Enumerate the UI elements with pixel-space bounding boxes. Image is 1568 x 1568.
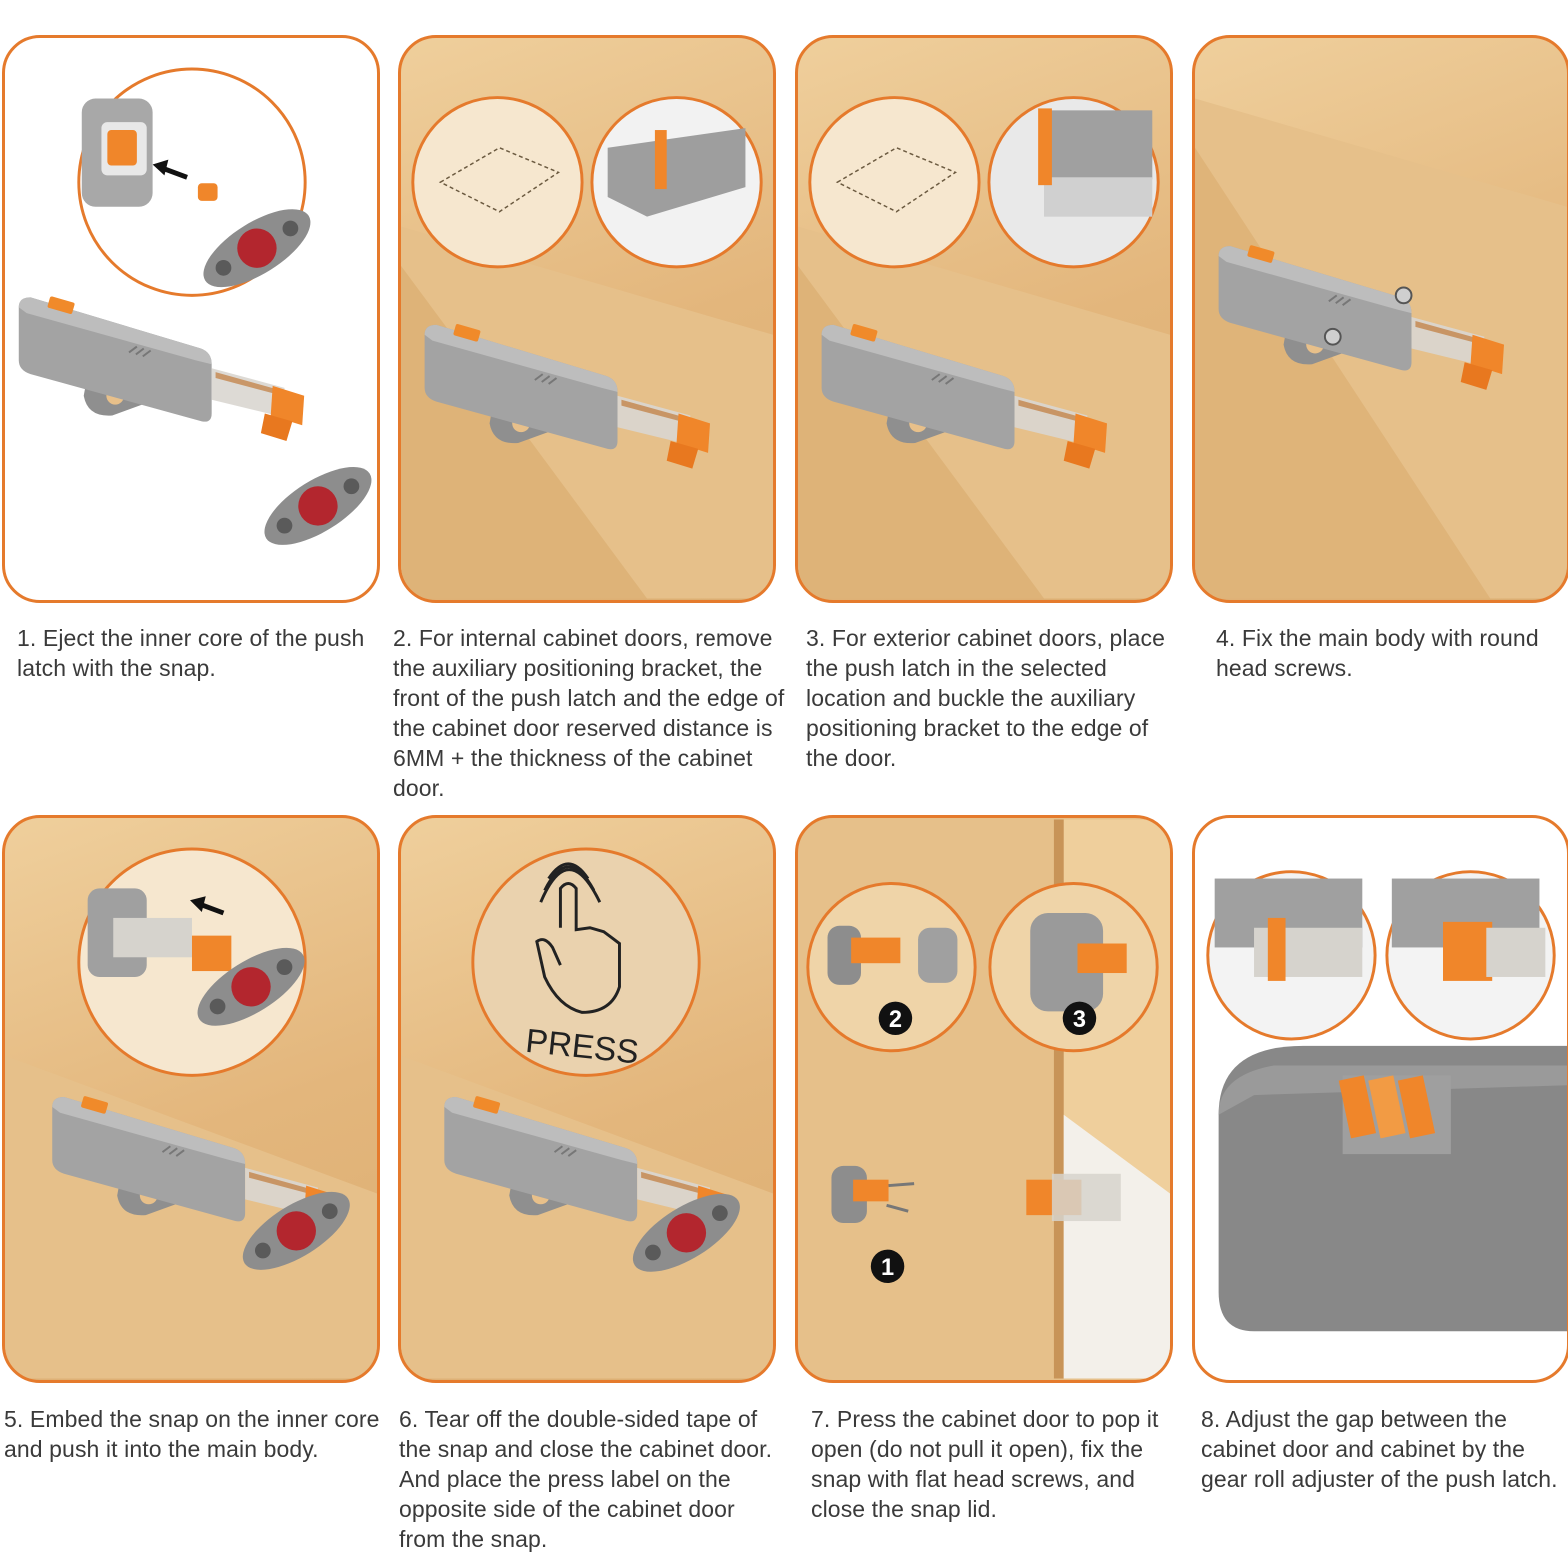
internal-door-graphic [401,96,773,599]
step-8-caption: 8. Adjust the gap between the cabinet do… [1201,1406,1558,1492]
step-marker-2: 2 [889,1007,902,1033]
door-snap-graphic: 2 3 1 [806,819,1170,1379]
step-3-caption: 3. For exterior cabinet doors, place the… [806,625,1165,771]
step-1-illustration [2,35,380,603]
step-2-illustration [398,35,776,603]
step-7-caption: 7. Press the cabinet door to pop it open… [811,1406,1159,1522]
gear-adjuster-graphic [1206,870,1567,1332]
press-label-graphic: PRESS [401,847,773,1379]
hand-press-icon [535,862,621,1014]
step-marker-1: 1 [881,1255,894,1281]
step-4-illustration [1192,35,1568,603]
step-6-caption: 6. Tear off the double-sided tape of the… [399,1406,773,1552]
step-8-illustration [1192,815,1568,1383]
latch-eject-graphic [17,67,377,561]
screw-fix-graphic [1195,98,1567,599]
step-5-caption: 5. Embed the snap on the inner core and … [4,1406,380,1462]
step-1-caption: 1. Eject the inner core of the push latc… [17,625,365,681]
step-4-caption: 4. Fix the main body with round head scr… [1216,625,1539,681]
step-7-illustration: 2 3 1 [795,815,1173,1383]
step-2-caption: 2. For internal cabinet doors, remove th… [393,625,785,801]
embed-snap-graphic [5,847,377,1379]
exterior-door-graphic [798,96,1170,599]
step-3-illustration [795,35,1173,603]
step-5-illustration [2,815,380,1383]
step-marker-3: 3 [1073,1007,1086,1033]
step-6-illustration: PRESS [398,815,776,1383]
